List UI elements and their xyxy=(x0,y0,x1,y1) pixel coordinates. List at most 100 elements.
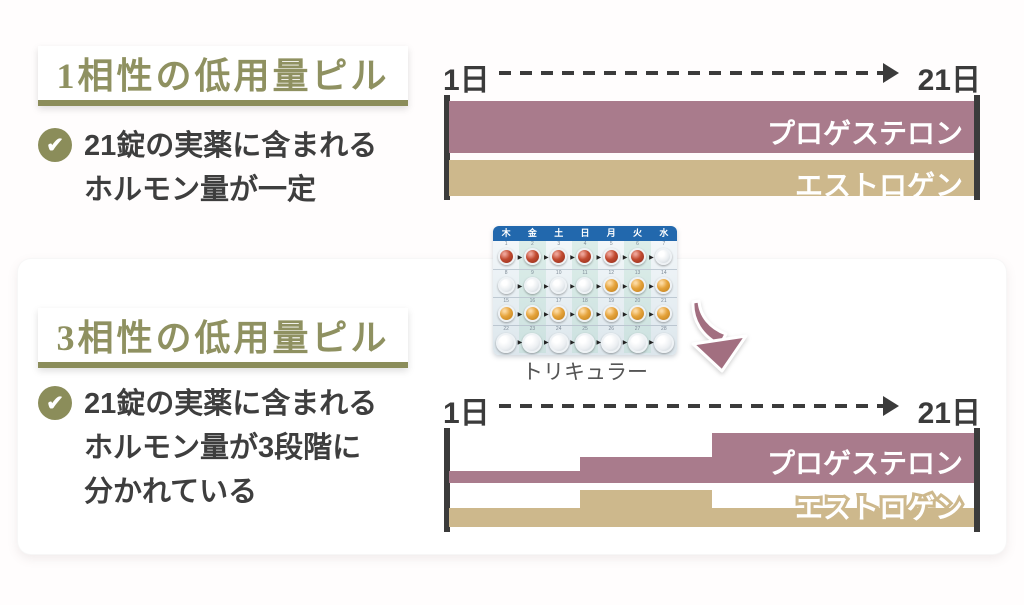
pill-number: 5 xyxy=(609,241,613,247)
pill-number: 20 xyxy=(634,298,641,304)
axis-terminal-left xyxy=(444,95,450,200)
pill-cell: 12▶ xyxy=(598,270,627,297)
bar-segment xyxy=(449,160,974,196)
axis-end-label: 21日 xyxy=(917,397,981,430)
pill-number: 21 xyxy=(661,298,667,304)
weekday-label: 日 xyxy=(580,228,590,238)
pill-cell: 17 ▶ xyxy=(546,298,575,325)
bar-segment xyxy=(449,508,581,527)
bullet-line: 21錠の実薬に含まれる xyxy=(84,130,378,162)
bar-segment xyxy=(449,101,974,153)
weekday-label: 金 xyxy=(527,228,537,238)
placebo-pill xyxy=(522,333,543,353)
pill-row: 8▶9▶10▶11▶12▶13▶14 xyxy=(493,269,677,297)
pill-cell: 18▶ xyxy=(571,298,601,325)
pill-sequence-arrow-icon: ▶ xyxy=(543,312,549,318)
white-pill xyxy=(576,277,594,294)
pill-cell: 20 ▶ xyxy=(624,298,654,325)
triphasic-title: 3相性の低用量ピル xyxy=(56,318,390,358)
pill-sequence-arrow-icon: ▶ xyxy=(622,255,628,261)
pill-number: 26 xyxy=(608,326,615,332)
orange-pill xyxy=(655,305,673,322)
orange-pill xyxy=(497,305,515,322)
pill-cell: 5▶ xyxy=(598,241,627,269)
pill-cell: 9▶ xyxy=(519,270,549,297)
pill-cell: 7 xyxy=(651,241,677,269)
axis-start-label: 1日 xyxy=(443,64,490,97)
pill-number: 25 xyxy=(582,326,588,332)
orange-pill xyxy=(629,277,647,294)
pill-sequence-arrow-icon: ▶ xyxy=(517,255,523,261)
pill-cell: 28 xyxy=(651,326,677,353)
axis-terminal-right xyxy=(974,95,980,200)
orange-pill xyxy=(576,305,594,322)
pill-sequence-arrow-icon: ▶ xyxy=(649,255,654,261)
orange-pill xyxy=(602,277,620,294)
monophasic-bullet: 21錠の実薬に含まれる ホルモン量が一定 xyxy=(84,124,414,212)
pill-sequence-arrow-icon: ▶ xyxy=(622,340,628,346)
pill-number: 23 xyxy=(529,326,536,332)
pill-number: 6 xyxy=(636,241,639,247)
bullet-line: ホルモン量が3段階に xyxy=(84,432,362,464)
placebo-pill xyxy=(548,333,569,353)
triphasic-heading-box: 3相性の低用量ピル xyxy=(38,308,408,368)
pill-number: 13 xyxy=(634,270,641,276)
pill-cell: 11▶ xyxy=(571,270,601,297)
bar-segment xyxy=(711,433,974,483)
white-pill xyxy=(550,277,568,294)
pill-sequence-arrow-icon: ▶ xyxy=(649,312,654,318)
check-circle-icon: ✔ xyxy=(38,386,72,420)
estrogen-label: エストロゲン xyxy=(794,170,963,201)
pill-row: 22▶23▶24▶25▶26▶27▶28 xyxy=(493,325,677,353)
pill-sequence-arrow-icon: ▶ xyxy=(596,284,602,290)
pill-number: 8 xyxy=(504,270,508,276)
red-pill xyxy=(602,248,620,265)
axis-terminal-left xyxy=(444,428,450,532)
monophasic-heading-box: 1相性の低用量ピル xyxy=(38,46,408,106)
pill-number: 1 xyxy=(504,241,508,247)
pill-sequence-arrow-icon: ▶ xyxy=(596,312,602,318)
pill-pack-caption: トリキュラー xyxy=(522,361,648,384)
pill-cell: 24▶ xyxy=(546,326,575,353)
pill-cell: 1▶ xyxy=(493,241,522,269)
pill-cell: 4▶ xyxy=(571,241,601,269)
pill-sequence-arrow-icon: ▶ xyxy=(543,284,549,290)
pill-number: 28 xyxy=(661,326,667,332)
weekday-label: 月 xyxy=(606,228,616,238)
axis-start-label: 1日 xyxy=(443,397,490,430)
orange-pill xyxy=(602,305,620,322)
plot-area: プロゲステロン エストロゲン xyxy=(443,95,981,201)
pill-sequence-arrow-icon: ▶ xyxy=(649,340,654,346)
pill-number: 16 xyxy=(529,298,536,304)
pill-cell: 23▶ xyxy=(519,326,549,353)
weekday-label: 木 xyxy=(501,228,511,238)
bullet-line: ホルモン量が一定 xyxy=(84,174,317,206)
bullet-line: 分かれている xyxy=(84,476,258,508)
pill-number: 24 xyxy=(555,326,562,332)
placebo-pill xyxy=(601,333,622,353)
dashed-arrow-line xyxy=(499,404,883,408)
axis-end-label: 21日 xyxy=(917,64,981,97)
estrogen-label: エストロゲン xyxy=(792,490,966,527)
orange-pill xyxy=(629,305,647,322)
red-pill xyxy=(576,248,594,265)
pill-cell: 27▶ xyxy=(624,326,654,353)
pill-row: 1▶2▶3▶4▶5▶6▶7 xyxy=(493,241,677,269)
placebo-pill xyxy=(496,333,517,353)
pill-cell: 14 xyxy=(651,270,677,297)
pill-number: 22 xyxy=(503,326,509,332)
pill-number: 17 xyxy=(555,298,562,304)
white-pill xyxy=(655,248,673,265)
pill-number: 9 xyxy=(531,270,534,276)
red-pill xyxy=(497,248,515,265)
pill-cell: 3▶ xyxy=(546,241,575,269)
pill-cell: 15▶ xyxy=(493,298,522,325)
triphasic-chart: 1日 21日 プロゲステロン エストロゲン xyxy=(443,388,981,532)
pill-cell: 10▶ xyxy=(546,270,575,297)
bar-segment xyxy=(580,457,712,483)
progesterone-label: プロゲステロン xyxy=(766,118,963,149)
pill-sequence-arrow-icon: ▶ xyxy=(517,312,523,318)
orange-pill xyxy=(550,305,568,322)
